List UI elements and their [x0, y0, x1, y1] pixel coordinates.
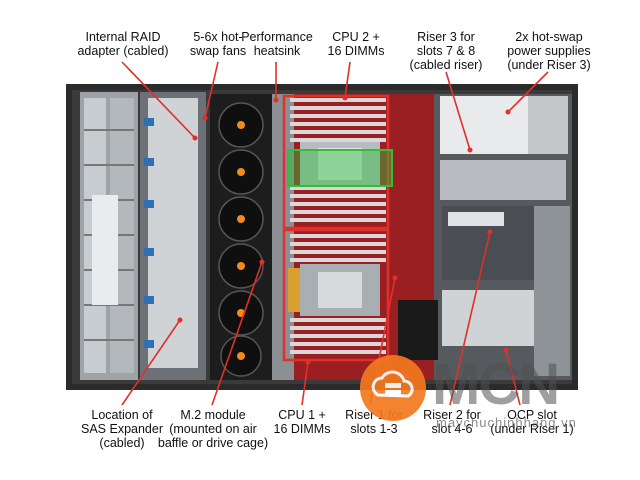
cpu2-cover [318, 148, 362, 180]
cpu2-dimms [290, 98, 386, 222]
label-fans: 5-6x hot-swap fans [189, 30, 247, 58]
riser2-label [448, 212, 504, 226]
label-ocp-slot: OCP slot(under Riser 1) [490, 408, 574, 436]
watermark: MCN maychuchinhhang.vn [360, 345, 610, 440]
cpu1-cover [318, 272, 362, 308]
sas-expander-area [148, 98, 198, 368]
blue-cable-clips [144, 118, 154, 348]
riser1 [442, 290, 534, 346]
heatsink-highlight [287, 149, 393, 187]
riser3-bracket [440, 160, 566, 200]
fan-latches [237, 121, 245, 360]
cpu2-highlight [282, 94, 390, 230]
heatpipes [288, 268, 300, 312]
ocp-area [398, 300, 438, 360]
cpu1-highlight [282, 228, 390, 362]
riser3-card [440, 96, 530, 154]
drive-cage-label [92, 195, 118, 305]
cloud-server-icon [360, 355, 426, 421]
psu-latch [528, 96, 568, 154]
cpu1-dimms [290, 234, 386, 354]
rear-io [534, 206, 570, 376]
label-cpu2: CPU 2 +16 DIMMs [327, 30, 385, 58]
leader-dots [177, 95, 511, 365]
watermark-brand: MCN [432, 352, 560, 417]
label-cpu1: CPU 1 +16 DIMMs [273, 408, 331, 436]
watermark-site: maychuchinhhang.vn [436, 415, 577, 430]
